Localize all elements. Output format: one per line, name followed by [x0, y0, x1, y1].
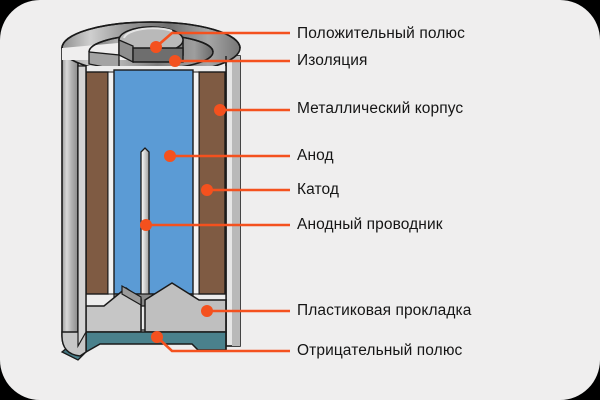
label-negative-terminal: Отрицательный полюс [297, 342, 463, 359]
dot-insulation [169, 55, 181, 67]
casing-right-shade [232, 56, 240, 346]
dot-negative-terminal [151, 331, 163, 343]
casing-left-outer-wall [61, 47, 79, 354]
leader-positive-terminal [155, 31, 290, 48]
dot-cathode [201, 184, 213, 196]
label-anode: Анод [297, 147, 334, 164]
dot-positive-terminal [150, 41, 162, 53]
label-anode-conductor: Анодный проводник [297, 216, 443, 233]
label-cathode: Катод [297, 181, 340, 198]
label-positive-terminal: Положительный полюс [297, 25, 465, 42]
gasket-cut-face [121, 284, 142, 307]
separator-left [107, 71, 115, 295]
rim-back-edge [61, 21, 241, 49]
label-insulation: Изоляция [297, 52, 368, 69]
dot-metal-casing [214, 104, 226, 116]
positive-terminal-cut-face [118, 39, 134, 64]
label-metal-casing: Металлический корпус [297, 100, 464, 117]
leader-lines [146, 31, 290, 353]
battery-body [60, 21, 241, 361]
anode-core [113, 69, 194, 295]
dot-anode-conductor [140, 219, 152, 231]
leader-dots [140, 41, 226, 343]
cathode-left [85, 71, 109, 295]
separator-right [192, 71, 200, 295]
leader-negative-terminal [156, 336, 290, 353]
dot-plastic-gasket [201, 305, 213, 317]
label-plastic-gasket: Пластиковая прокладка [297, 302, 472, 319]
positive-terminal-highlight [123, 27, 173, 39]
dot-anode [164, 150, 176, 162]
cutaway-depth-face [77, 65, 87, 349]
